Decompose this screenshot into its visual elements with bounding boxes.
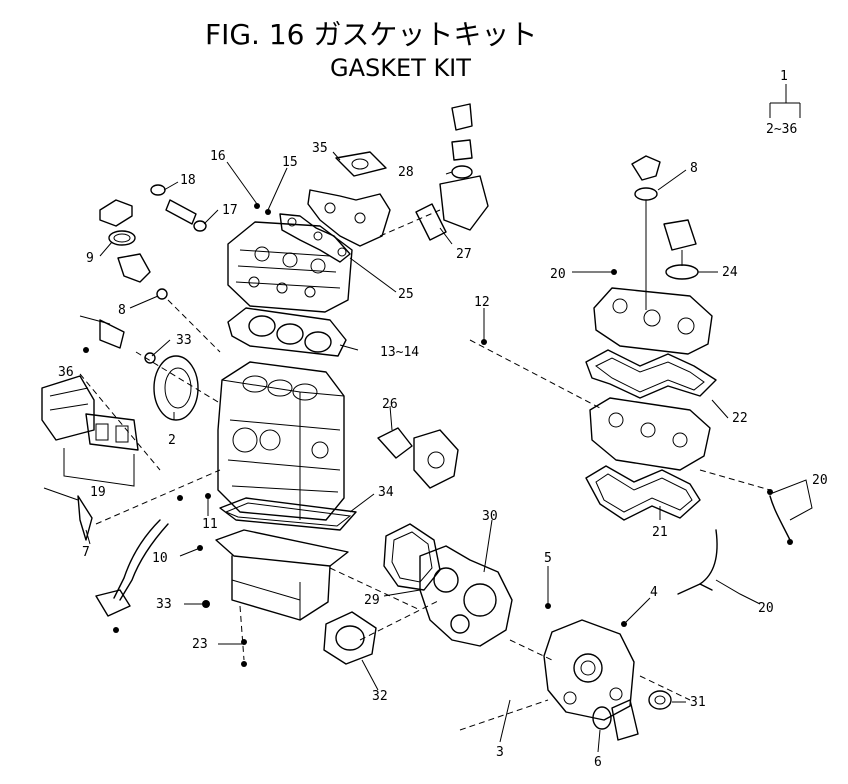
callout-24: 24 [722,265,738,280]
callout-2: 2 [168,433,176,448]
lower-right-manifold [589,397,711,471]
water-outlet-28-27 [415,103,489,241]
engine-block-illustration [217,361,345,521]
thermostat-18-17 [150,184,207,232]
callout-19: 19 [90,485,106,500]
callout-33-upper: 33 [176,333,192,348]
intake-manifold-19 [41,375,139,451]
oil-pan-illustration [215,529,349,621]
oil-pressure-switch-7 [43,487,93,541]
callout-5: 5 [544,551,552,566]
callout-32: 32 [372,689,388,704]
callout-28: 28 [398,165,414,180]
callout-34: 34 [378,485,394,500]
callout-23: 23 [192,637,208,652]
injection-pump-26 [377,427,459,489]
leader-lines [63,151,813,753]
callout-8-right: 8 [690,161,698,176]
callout-26: 26 [382,397,398,412]
callout-20-upper: 20 [550,267,566,282]
breather-elbow [117,253,151,283]
thermostat-housing-24 [663,219,699,280]
callout-29: 29 [364,593,380,608]
callout-8-left: 8 [118,303,126,318]
callout-21: 21 [652,525,668,540]
cap-8-right [631,155,661,310]
front-cover-4 [543,619,635,721]
head-gasket [227,307,347,357]
timing-cover-gasket-30 [383,523,441,591]
glow-plug-lead-20 [677,495,791,595]
callout-11: 11 [202,517,218,532]
callout-9: 9 [86,251,94,266]
o-ring-6 [592,699,639,741]
oil-pan-gasket [219,497,357,531]
callout-15: 15 [282,155,298,170]
oil-filler-cap-9 [99,199,136,246]
callout-20-lower: 20 [758,601,774,616]
callout-4: 4 [650,585,658,600]
bracket-top-label: 1 [780,69,788,84]
callout-31: 31 [690,695,706,710]
callout-13-14: 13~14 [380,345,419,360]
oil-pickup-tube-10 [95,519,169,617]
assembly-dash-lines [79,209,771,731]
exhaust-flange-gasket-35 [335,151,387,177]
callout-16: 16 [210,149,226,164]
small-fasteners [83,203,793,667]
upper-right-manifold [593,287,713,355]
callout-33-lower: 33 [156,597,172,612]
callout-10: 10 [152,551,168,566]
callout-27: 27 [456,247,472,262]
callout-30: 30 [482,509,498,524]
callout-35: 35 [312,141,328,156]
callout-7: 7 [82,545,90,560]
injector-8 [79,288,168,349]
kit-contents-bracket: 1 2~36 [766,69,801,137]
callout-6: 6 [594,755,602,770]
callout-25: 25 [398,287,414,302]
figure-title-english: GASKET KIT [330,54,471,82]
bracket-range-label: 2~36 [766,122,797,137]
cylinder-head-illustration [227,221,353,313]
callout-36: 36 [58,365,74,380]
callout-labels: 16 15 18 17 35 28 8 9 27 25 8 33 36 13~1… [58,141,828,770]
callout-12: 12 [474,295,490,310]
front-cover-gasket-32 [323,611,377,665]
gear-case-29 [419,545,513,647]
crank-front-seal-31 [648,690,672,710]
figure-title-japanese: FIG. 16 ガスケットキット [205,18,537,51]
exhaust-manifold-gasket-25 [279,213,351,263]
callout-3: 3 [496,745,504,760]
callout-20-right: 20 [812,473,828,488]
exhaust-manifold [307,189,391,247]
callout-17: 17 [222,203,238,218]
intake-gasket-21 [585,465,701,521]
intake-gasket-22 [585,349,717,399]
callout-22: 22 [732,411,748,426]
crank-oil-seal-2 [144,352,199,421]
callout-18: 18 [180,173,196,188]
